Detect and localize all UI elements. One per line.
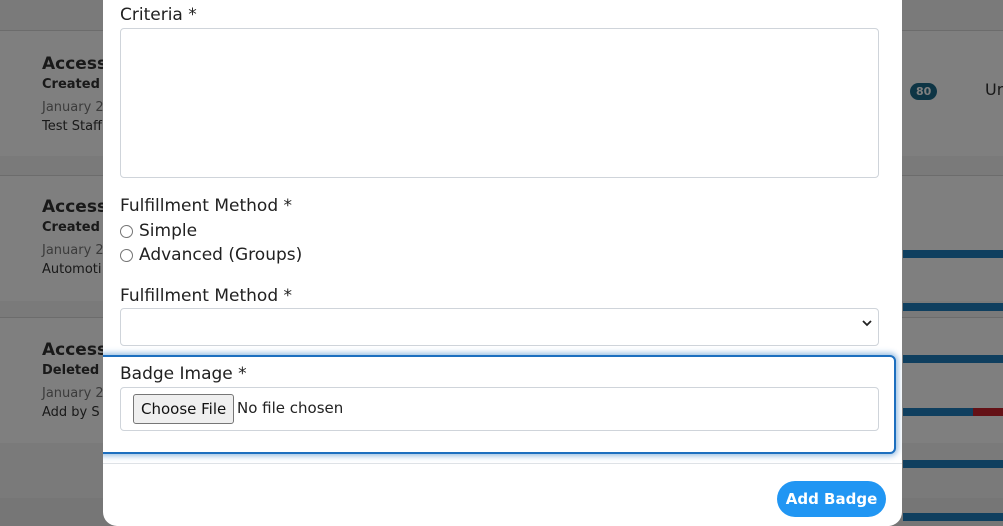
add-badge-modal: Criteria * Fulfillment Method * Simple A… bbox=[103, 0, 902, 526]
radio-label: Simple bbox=[139, 221, 198, 241]
fulfillment-method-label: Fulfillment Method * bbox=[120, 196, 293, 216]
file-status-text: No file chosen bbox=[237, 399, 344, 417]
badge-image-file-input[interactable]: Choose File No file chosen bbox=[120, 387, 879, 431]
radio-option-simple[interactable]: Simple bbox=[120, 221, 197, 241]
badge-image-label: Badge Image * bbox=[120, 364, 247, 384]
add-badge-button[interactable]: Add Badge bbox=[777, 481, 886, 517]
fulfillment-method-select-label: Fulfillment Method * bbox=[120, 286, 293, 306]
modal-footer-divider bbox=[103, 463, 902, 464]
radio-button[interactable] bbox=[120, 248, 133, 262]
fulfillment-method-select[interactable] bbox=[120, 308, 879, 346]
criteria-textarea[interactable] bbox=[120, 28, 879, 178]
choose-file-button[interactable]: Choose File bbox=[133, 394, 235, 424]
radio-button[interactable] bbox=[120, 224, 133, 238]
radio-option-advanced[interactable]: Advanced (Groups) bbox=[120, 245, 302, 265]
chevron-down-icon bbox=[862, 317, 872, 331]
radio-label: Advanced (Groups) bbox=[139, 245, 303, 265]
criteria-label: Criteria * bbox=[120, 5, 197, 25]
